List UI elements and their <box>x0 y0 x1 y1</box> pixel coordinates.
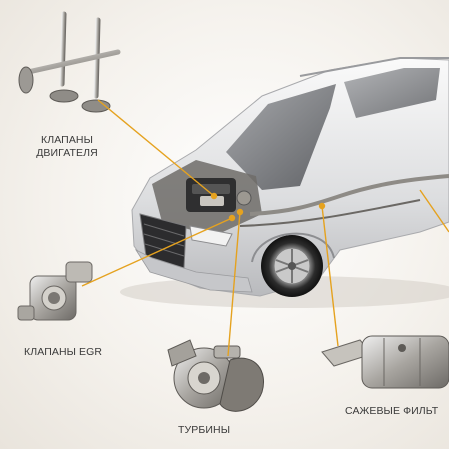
leader-line-valves <box>97 99 215 197</box>
car <box>120 57 449 308</box>
leader-line-turbo <box>227 211 241 357</box>
leader-line-dpf <box>321 205 339 347</box>
side-window <box>344 68 440 118</box>
drive-shaft <box>239 199 421 227</box>
exhaust-system <box>249 174 449 216</box>
label-engine-valves-line1: КЛАПАНЫ <box>40 134 94 146</box>
windshield <box>226 84 336 190</box>
label-turbines: ТУРБИНЫ <box>178 424 231 436</box>
front-wheel <box>261 235 323 297</box>
turbocharger-part <box>167 339 264 412</box>
front-bumper <box>134 248 253 293</box>
label-dpf: САЖЕВЫЕ ФИЛЬТ <box>345 405 439 417</box>
headlight <box>189 225 233 247</box>
grille-slats <box>143 223 185 257</box>
label-engine-valves: КЛАПАНЫ ДВИГАТЕЛЯ <box>22 134 112 160</box>
label-engine-valves-line2: ДВИГАТЕЛЯ <box>36 147 98 159</box>
leader-lines <box>81 99 449 357</box>
label-egr-valves: КЛАПАНЫ EGR <box>24 346 103 358</box>
wheel-arch <box>251 232 335 263</box>
roof-rail <box>299 57 449 77</box>
engine-valves-part <box>18 11 121 113</box>
leader-line-right <box>419 189 449 233</box>
leader-line-egr <box>81 217 233 287</box>
egr-valve-part <box>17 261 93 321</box>
dpf-part <box>321 335 449 389</box>
